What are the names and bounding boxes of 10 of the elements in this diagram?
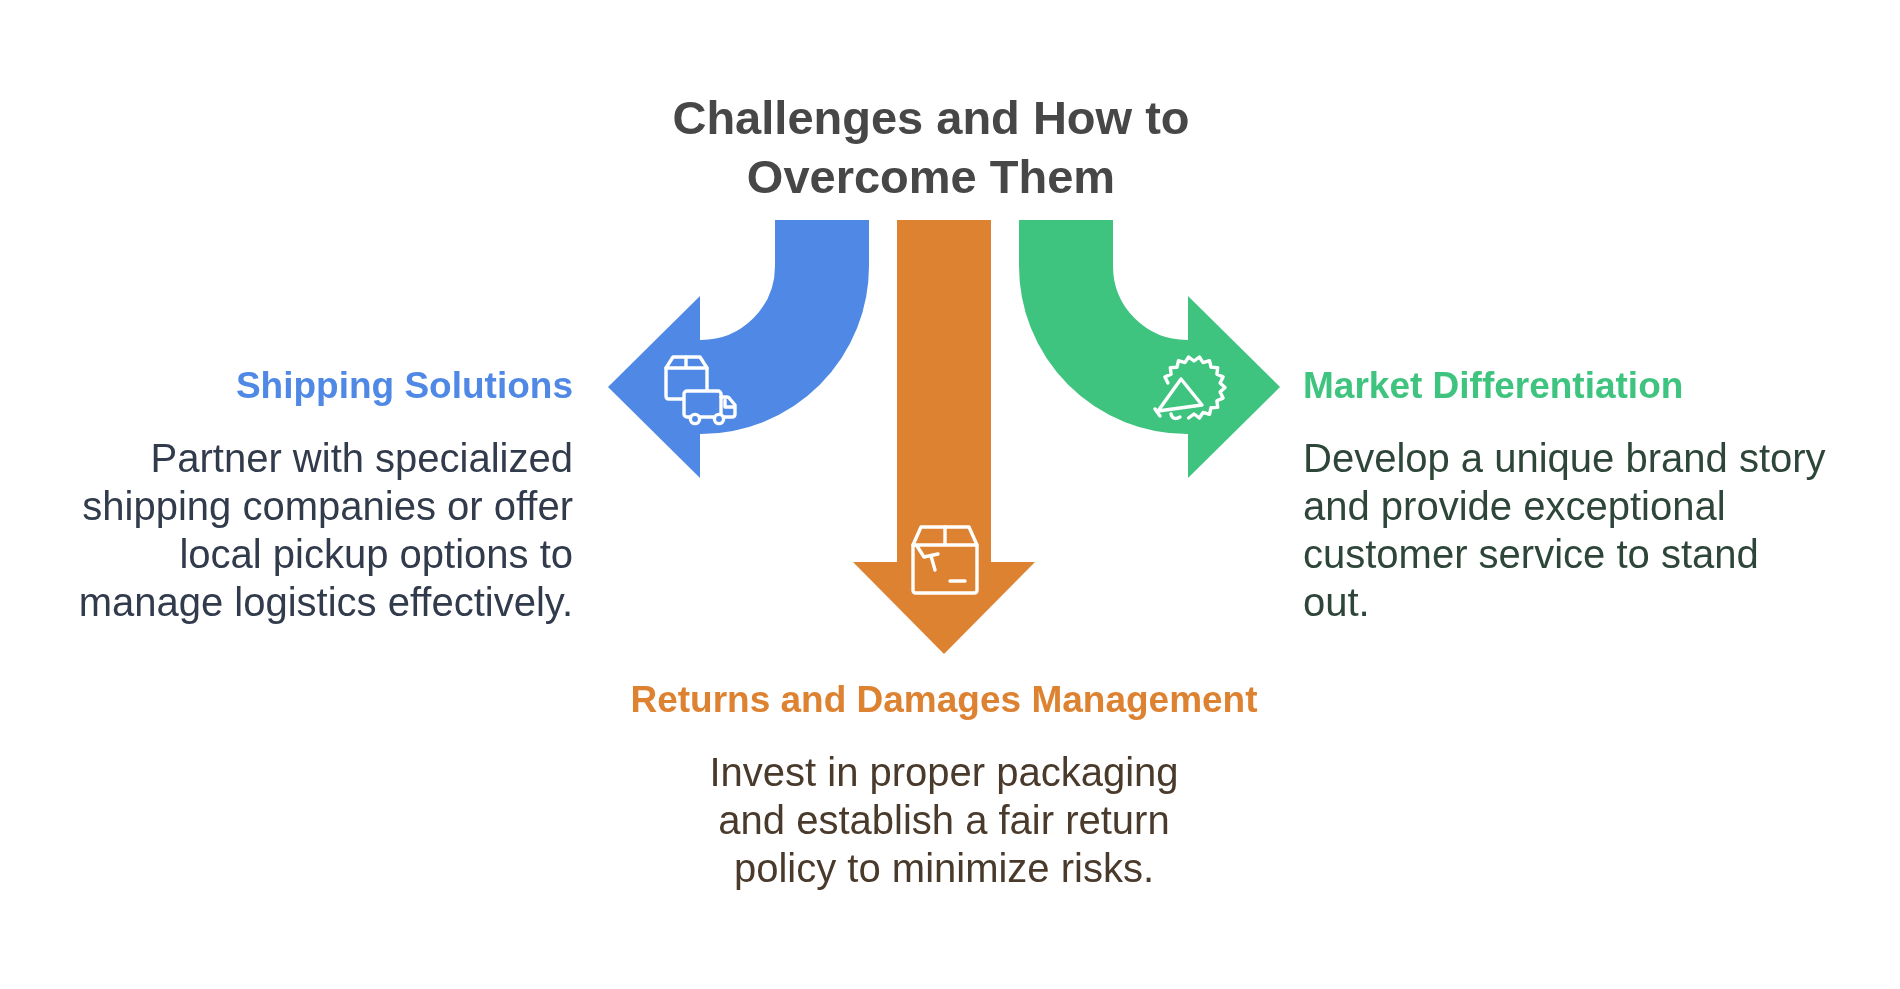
description-text: Partner with specialized shipping companies or offer local pickup options to manage logistics effectively.	[77, 435, 573, 626]
section-heading: Shipping Solutions	[235, 364, 573, 408]
section-heading: Market Differentiation	[1303, 364, 1684, 408]
section-heading: Returns and Damages Management	[630, 678, 1258, 722]
diagram-title: Challenges and How to Overcome Them	[671, 90, 1191, 205]
curved-arrow	[1019, 219, 1280, 478]
straight-arrow	[853, 220, 1035, 654]
description-text: Invest in proper packaging and establish a fair return policy to minimize risks.	[708, 749, 1180, 892]
description-text: Develop a unique brand story and provide exceptional customer service to stand out.	[1303, 435, 1827, 626]
curved-arrow	[608, 219, 869, 478]
